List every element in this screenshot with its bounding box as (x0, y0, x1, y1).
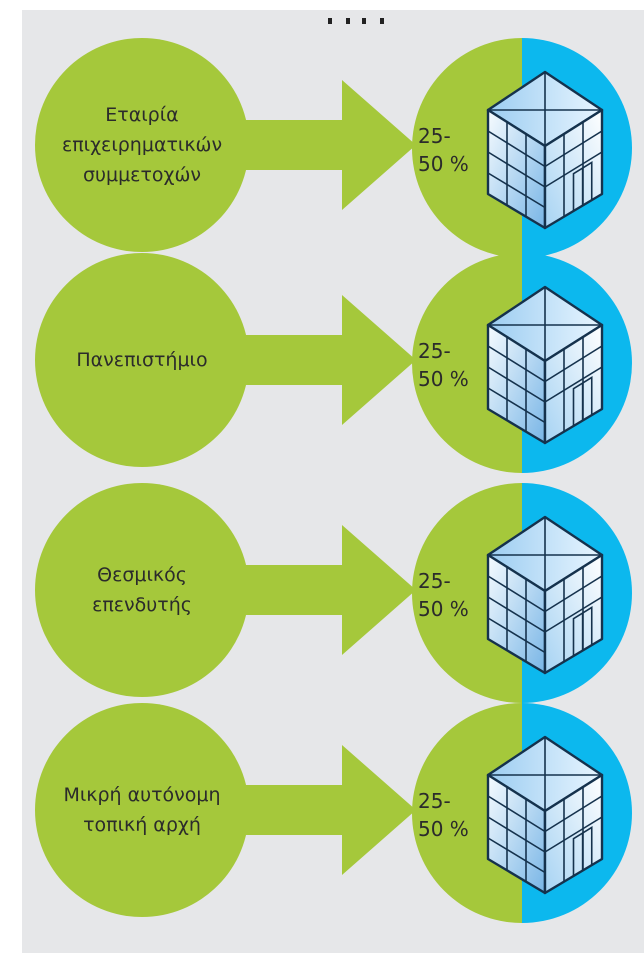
building-cube-icon (486, 735, 604, 895)
entity-row: Θεσμικός επενδυτής 25- 50 % (22, 455, 644, 703)
entity-circle (35, 483, 249, 697)
right-arrow-icon (246, 745, 416, 875)
right-arrow-icon (246, 525, 416, 655)
entity-label: Εταιρία επιχειρηματικών συμμετοχών (61, 104, 223, 186)
entity-row: Μικρή αυτόνομη τοπική αρχή 25- 50 % (22, 675, 644, 923)
entity-circle (35, 38, 249, 252)
entity-label: Θεσμικός επενδυτής (92, 564, 192, 616)
top-cropped-mark (328, 18, 392, 24)
entity-circle (35, 703, 249, 917)
building-cube-icon (486, 515, 604, 675)
entity-row: Πανεπιστήμιο 25- 50 % (22, 225, 644, 473)
right-arrow-icon (246, 80, 416, 210)
entity-label: Πανεπιστήμιο (76, 349, 208, 371)
entity-circle (35, 253, 249, 467)
building-cube-icon (486, 70, 604, 230)
entity-row: Εταιρία επιχειρηματικών συμμετοχών 25- 5… (22, 10, 644, 258)
ownership-percent: 25- 50 % (418, 339, 469, 391)
entity-label: Μικρή αυτόνομη τοπική αρχή (63, 784, 221, 836)
building-cube-icon (486, 285, 604, 445)
ownership-percent: 25- 50 % (418, 789, 469, 841)
ownership-percent: 25- 50 % (418, 124, 469, 176)
right-arrow-icon (246, 295, 416, 425)
ownership-percent: 25- 50 % (418, 569, 469, 621)
diagram-panel: Εταιρία επιχειρηματικών συμμετοχών 25- 5… (22, 10, 644, 953)
